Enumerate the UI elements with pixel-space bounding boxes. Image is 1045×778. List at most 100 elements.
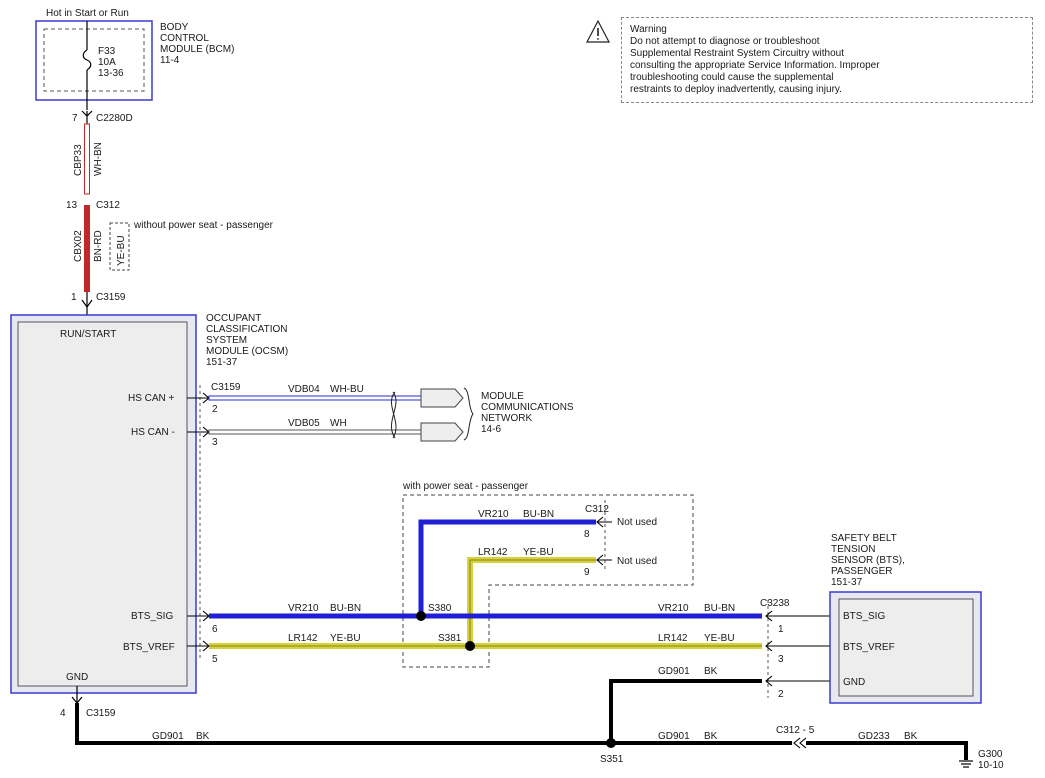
s381-label: S381: [438, 633, 462, 644]
vr210-left-circuit: VR210: [288, 603, 319, 614]
c3238-pin-3: 3: [778, 654, 784, 665]
gd901-right-color: BK: [704, 731, 718, 742]
ocsm-name-line: CLASSIFICATION: [206, 324, 288, 335]
c312-5-connector-icon: [793, 737, 807, 749]
vdb04-color: WH-BU: [330, 384, 364, 395]
c3159-can-name: C3159: [211, 382, 241, 393]
vdb05-circuit: VDB05: [288, 418, 320, 429]
warning-line: consulting the appropriate Service Infor…: [630, 60, 880, 71]
vr210-left-color: BU-BN: [330, 603, 361, 614]
cbx02-color: BN-RD: [93, 230, 104, 262]
wire-gd901-main: [75, 703, 792, 745]
warning-text: Warning Do not attempt to diagnose or tr…: [630, 24, 930, 96]
c3238-pin-1: 1: [778, 624, 784, 635]
warning-title: Warning: [630, 24, 667, 35]
ocsm-pin-bts-vref: BTS_VREF: [123, 642, 175, 653]
bts-name-line: SENSOR (BTS),: [831, 555, 905, 566]
network-arrow-plus: [420, 388, 464, 408]
vdb04-circuit: VDB04: [288, 384, 320, 395]
ocsm-pin-hs-can-minus: HS CAN -: [131, 427, 175, 438]
gd901-branch-circuit: GD901: [658, 666, 690, 677]
fuse-rating: 10A: [98, 57, 116, 68]
vr210-right-color: BU-BN: [704, 603, 735, 614]
wire-vdb05: [208, 429, 422, 435]
gd901-right-circuit: GD901: [658, 731, 690, 742]
power-feed-label: Hot in Start or Run: [46, 8, 129, 19]
bts-pin-vref: BTS_VREF: [843, 642, 895, 653]
lr142-right-circuit: LR142: [658, 633, 688, 644]
bts-pin-sig: BTS_SIG: [843, 611, 885, 622]
splice-s381: [465, 641, 475, 651]
vr210-branch-color: BU-BN: [523, 509, 554, 520]
bcm-name-line: BODY: [160, 22, 189, 33]
network-name-line: MODULE: [481, 391, 524, 402]
c3159-pin-sig: 6: [212, 624, 218, 635]
warning-line: Supplemental Restraint System Circuitry …: [630, 48, 844, 59]
alt-wire-note: without power seat - passenger: [133, 220, 274, 231]
warning-line: restraints to deploy inadvertently, caus…: [630, 84, 842, 95]
fuse-number: F33: [98, 46, 116, 57]
bts-name-line: TENSION: [831, 544, 875, 555]
vr210-right-circuit: VR210: [658, 603, 689, 614]
wire-gd233: [806, 741, 968, 760]
c312-top-name: C312: [96, 200, 120, 211]
cbp33-circuit: CBP33: [73, 144, 84, 176]
ground-name: G300: [978, 749, 1003, 760]
splice-s380: [416, 611, 426, 621]
c3159-gnd-name: C3159: [86, 708, 116, 719]
cbx02-circuit: CBX02: [73, 230, 84, 262]
not-used-pin9: Not used: [617, 556, 657, 567]
cbp33-color: WH-BN: [93, 142, 104, 176]
wire-vdb04: [208, 395, 422, 401]
lr142-left-color: YE-BU: [330, 633, 361, 644]
ocsm-pin-run-start: RUN/START: [60, 329, 116, 340]
c3159-top-name: C3159: [96, 292, 126, 303]
wire-gd901-branch: [609, 679, 762, 743]
power-seat-option-box: [402, 494, 694, 668]
wire-vr210-branch: [418, 519, 596, 616]
warning-box: Warning Do not attempt to diagnose or tr…: [621, 17, 1033, 103]
ocsm-pin-gnd: GND: [66, 672, 88, 683]
lr142-right-color: YE-BU: [704, 633, 735, 644]
ocsm-name-line: MODULE (OCSM): [206, 346, 288, 357]
c312-pin-8: 8: [584, 529, 590, 540]
ocsm-pin-bts-sig: BTS_SIG: [131, 611, 173, 622]
bcm-fuse-box: [43, 28, 145, 92]
c312-5-name: C312 - 5: [776, 725, 815, 736]
warning-line: troubleshooting could cause the suppleme…: [630, 72, 834, 83]
ocsm-name-line: OCCUPANT: [206, 313, 261, 324]
s351-label: S351: [600, 754, 624, 765]
wire-cbx02: [84, 205, 90, 292]
ground-ref: 10-10: [978, 760, 1004, 771]
gd901-branch-color: BK: [704, 666, 718, 677]
s380-label: S380: [428, 603, 452, 614]
network-name-line: NETWORK: [481, 413, 532, 424]
lr142-branch-color: YE-BU: [523, 547, 554, 558]
network-brace: [463, 387, 474, 441]
ocsm-name-line: SYSTEM: [206, 335, 247, 346]
c3159-pin-vref: 5: [212, 654, 218, 665]
warning-line: Do not attempt to diagnose or troublesho…: [630, 36, 820, 47]
gd901-left-color: BK: [196, 731, 210, 742]
c2280d-name: C2280D: [96, 113, 133, 124]
bts-name-line: SAFETY BELT: [831, 533, 897, 544]
lr142-left-circuit: LR142: [288, 633, 318, 644]
twisted-pair-icon: [390, 391, 397, 439]
ocsm-pin-hs-can-plus: HS CAN +: [128, 393, 175, 404]
alt-wire-color: YE-BU: [116, 235, 127, 266]
not-used-pin8: Not used: [617, 517, 657, 528]
c312-pin-9: 9: [584, 567, 590, 578]
c312-top-pin: 13: [66, 200, 78, 211]
can-plus-pin: 2: [212, 404, 218, 415]
bts-name-line: 151-37: [831, 577, 863, 588]
lr142-branch-circuit: LR142: [478, 547, 508, 558]
gd233-color: BK: [904, 731, 918, 742]
alt-wire-box: [109, 222, 130, 271]
c3159-top-pin: 1: [71, 292, 77, 303]
can-minus-pin: 3: [212, 437, 218, 448]
c3238-pin-2: 2: [778, 689, 784, 700]
vdb05-color: WH: [330, 418, 347, 429]
c2280d-pin: 7: [72, 113, 78, 124]
bts-pin-gnd: GND: [843, 677, 865, 688]
